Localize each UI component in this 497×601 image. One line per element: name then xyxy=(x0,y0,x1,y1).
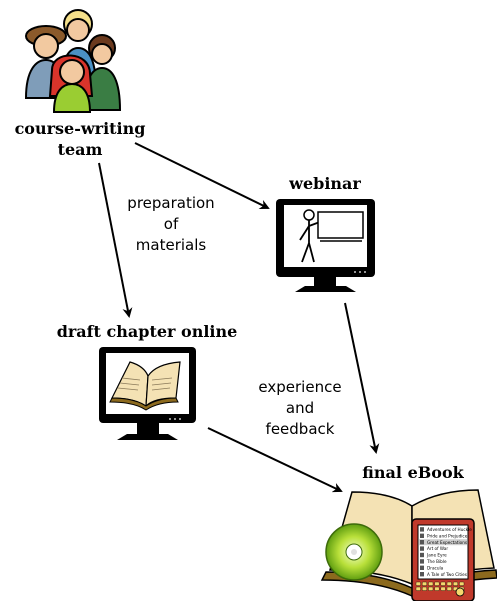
reader-book-title: A Tale of Two Cities xyxy=(427,572,467,577)
reader-book-title: Dracula xyxy=(427,565,444,570)
reader-book-icon xyxy=(420,559,424,564)
edge-label-materials: materials xyxy=(136,236,207,254)
reader-key xyxy=(422,586,428,591)
reader-key xyxy=(453,581,459,586)
webinar-monitor-icon xyxy=(276,199,375,292)
arrow-team-to-webinar xyxy=(134,142,270,209)
reader-key xyxy=(428,581,434,586)
team-people-icon xyxy=(24,9,122,113)
reader-key xyxy=(434,586,440,591)
ebook-label: final eBook xyxy=(362,463,464,482)
draft-monitor-icon xyxy=(99,347,196,440)
arrow-draft-to-ebook xyxy=(207,427,343,493)
reader-key xyxy=(440,586,446,591)
reader-key xyxy=(428,586,434,591)
edge-label-and: and xyxy=(286,399,314,417)
arrow-team-to-draft xyxy=(98,162,133,318)
reader-book-icon xyxy=(420,527,424,532)
reader-key xyxy=(415,586,421,591)
arrow-webinar-to-ebook xyxy=(344,302,380,454)
reader-book-icon xyxy=(420,552,424,558)
reader-key xyxy=(446,581,452,586)
reader-book-title: Art of War xyxy=(427,546,448,551)
reader-selected-highlight xyxy=(419,539,467,546)
edge-label-of: of xyxy=(164,215,179,233)
reader-book-icon xyxy=(420,540,424,545)
reader-book-icon xyxy=(420,533,424,538)
reader-book-title: Adventures of Huckle xyxy=(427,527,472,532)
team-label-line2: team xyxy=(58,140,103,159)
draft-label: draft chapter online xyxy=(57,322,238,341)
reader-book-title: The Bible xyxy=(426,559,447,564)
reader-key xyxy=(434,581,440,586)
edge-label-preparation: preparation xyxy=(127,194,214,212)
reader-key xyxy=(446,586,452,591)
reader-key xyxy=(440,581,446,586)
reader-book-icon xyxy=(420,565,424,570)
reader-book-title: Pride and Prejudice xyxy=(427,533,468,538)
reader-key xyxy=(415,581,421,586)
edge-label-experience: experience xyxy=(258,378,341,396)
reader-book-icon xyxy=(420,572,424,577)
edge-label-feedback: feedback xyxy=(266,420,335,438)
reader-book-icon xyxy=(420,546,424,551)
reader-book-title: Jane Eyre xyxy=(426,553,447,558)
reader-key xyxy=(422,581,428,586)
reader-key xyxy=(459,581,465,586)
cd-icon xyxy=(325,523,383,581)
reader-book-title: Great Expectations xyxy=(427,540,467,545)
webinar-label: webinar xyxy=(288,174,361,193)
team-label-line1: course-writing xyxy=(15,119,146,138)
